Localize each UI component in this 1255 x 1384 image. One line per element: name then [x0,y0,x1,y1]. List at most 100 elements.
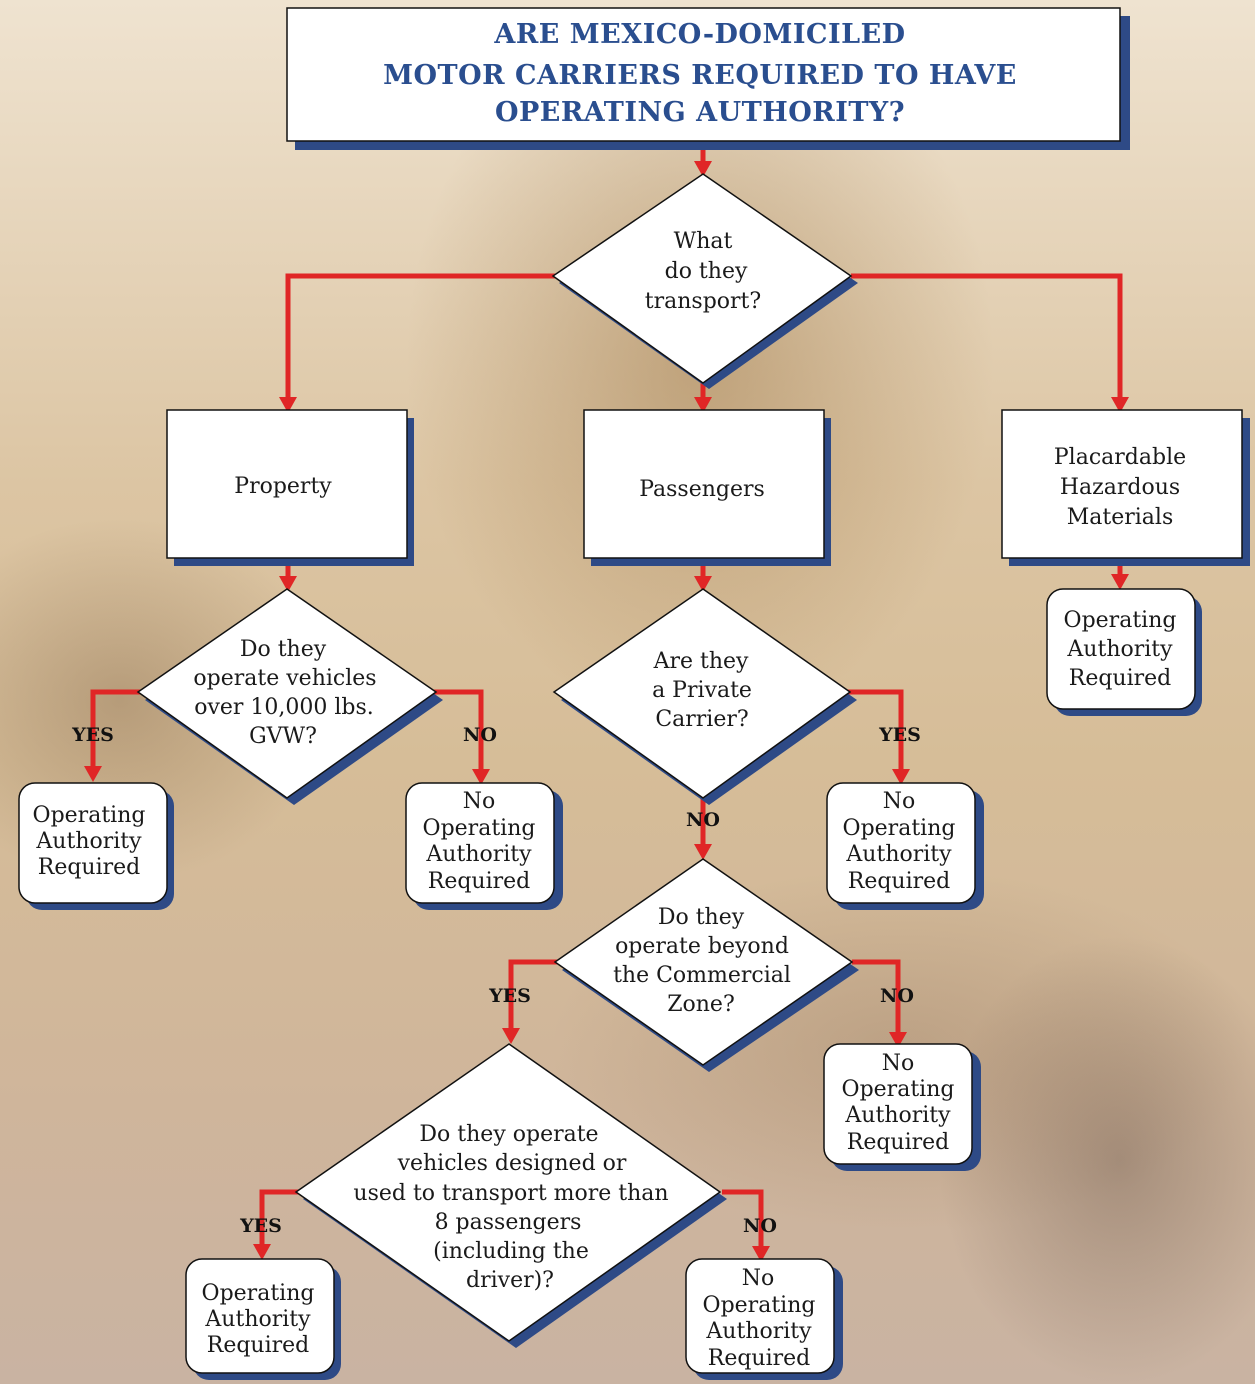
arrowhead-hazmat-result [1111,574,1129,590]
result-zone-no: No Operating Authority Required [823,1043,981,1171]
decision-eight-line-2: vehicles designed or [397,1151,627,1176]
result-eight-no-line-1: No [742,1266,775,1291]
decision-zone-line-3: the Commercial [613,963,791,988]
result-eight-no-line-3: Authority [705,1319,812,1344]
title-line-3: OPERATING AUTHORITY? [495,97,905,128]
result-eight-yes-line-2: Authority [204,1307,311,1332]
result-eight-yes-line-1: Operating [202,1281,315,1306]
arrowhead-eight-no [752,1246,770,1262]
decision-gvw-line-3: over 10,000 lbs. [194,695,374,720]
title-box: ARE MEXICO-DOMICILED MOTOR CARRIERS REQU… [286,7,1130,150]
result-gvw-yes-line-3: Required [38,855,141,880]
title-line-2: MOTOR CARRIERS REQUIRED TO HAVE [383,60,1017,91]
arrowhead-zone-no [889,1032,907,1048]
box-property: Property [166,409,414,566]
arrowhead-property [279,397,297,413]
decision-what-transport-line-2: do they [665,259,748,284]
decision-eight-line-6: driver)? [466,1268,554,1293]
label-gvw-yes: YES [71,724,114,746]
result-eight-no-line-2: Operating [703,1293,816,1318]
result-eight-no: No Operating Authority Required [685,1258,843,1380]
box-passengers: Passengers [583,409,831,566]
box-passengers-label: Passengers [639,477,765,502]
decision-private-carrier: Are they a Private Carrier? [552,588,857,805]
edge-gvw-yes [90,689,140,770]
result-eight-yes-line-3: Required [207,1333,310,1358]
title-line-1: ARE MEXICO-DOMICILED [493,19,905,50]
edge-transport-to-property [285,273,555,401]
arrowhead-gvw [279,576,297,592]
result-hazmat: Operating Authority Required [1046,588,1202,716]
result-gvw-no-line-1: No [463,789,496,814]
result-zone-no-line-3: Authority [844,1103,951,1128]
box-hazmat-line-3: Materials [1067,505,1174,530]
label-eight-yes: YES [239,1215,282,1237]
result-private-yes-line-4: Required [848,869,951,894]
edge-eight-yes [259,1189,300,1248]
label-gvw-no: NO [463,724,497,746]
result-hazmat-line-3: Required [1069,666,1172,691]
decision-commercial-zone: Do they operate beyond the Commercial Zo… [553,858,859,1072]
box-hazmat: Placardable Hazardous Materials [1001,409,1250,566]
arrowhead-private [694,576,712,592]
decision-zone-line-2: operate beyond [615,934,789,959]
decision-gvw-line-4: GVW? [249,724,317,749]
result-gvw-yes-line-2: Authority [35,829,142,854]
result-zone-no-line-4: Required [847,1130,950,1155]
decision-private-line-3: Carrier? [655,707,748,732]
decision-eight-line-1: Do they operate [419,1122,598,1147]
result-gvw-no: No Operating Authority Required [405,782,563,910]
edge-transport-to-hazmat [851,273,1123,401]
result-gvw-no-line-3: Authority [425,842,532,867]
label-private-yes: YES [878,724,921,746]
box-property-label: Property [234,474,332,499]
decision-gvw-line-1: Do they [240,637,327,662]
decision-what-transport-line-3: transport? [645,289,761,314]
result-gvw-no-line-2: Operating [423,816,536,841]
edge-private-yes [848,689,904,773]
label-zone-no: NO [880,985,914,1007]
result-gvw-yes: Operating Authority Required [18,782,174,910]
decision-what-transport: What do they transport? [551,173,858,389]
result-private-yes-line-3: Authority [845,842,952,867]
result-hazmat-line-1: Operating [1064,608,1177,633]
edge-zone-yes [508,959,557,1032]
result-gvw-yes-line-1: Operating [33,803,146,828]
decision-zone-line-4: Zone? [667,992,735,1017]
edge-eight-no [722,1189,764,1250]
result-eight-yes: Operating Authority Required [185,1258,341,1380]
edge-zone-no [852,959,901,1036]
result-zone-no-line-1: No [882,1051,915,1076]
arrowhead-gvw-yes [84,766,102,782]
decision-zone-line-1: Do they [658,905,745,930]
result-eight-no-line-4: Required [708,1346,811,1371]
arrowhead-zone-yes [502,1028,520,1044]
decision-what-transport-line-1: What [674,229,733,254]
decision-eight-line-3: used to transport more than [353,1181,668,1206]
label-eight-no: NO [743,1215,777,1237]
decision-private-line-1: Are they [653,649,749,674]
decision-eight-passengers: Do they operate vehicles designed or use… [294,1043,727,1348]
result-gvw-no-line-4: Required [428,869,531,894]
arrowheads [84,161,1129,1262]
label-zone-yes: YES [488,985,531,1007]
result-private-yes-line-1: No [883,789,916,814]
arrowhead-private-no [694,844,712,860]
box-hazmat-line-2: Hazardous [1060,475,1180,500]
decision-eight-line-5: (including the [433,1239,589,1264]
arrowhead-passengers [694,397,712,413]
box-hazmat-line-1: Placardable [1054,445,1186,470]
arrowhead-private-yes [892,769,910,785]
arrowhead-eight-yes [253,1244,271,1260]
arrowhead-gvw-no [472,769,490,785]
result-private-yes-line-2: Operating [843,816,956,841]
decision-eight-line-4: 8 passengers [435,1210,582,1235]
arrowhead-transport [694,161,712,177]
decision-private-line-2: a Private [652,678,752,703]
edge-gvw-no [434,689,484,773]
label-private-no: NO [686,809,720,831]
result-private-yes: No Operating Authority Required [826,782,984,910]
decision-gvw: Do they operate vehicles over 10,000 lbs… [136,588,443,805]
result-zone-no-line-2: Operating [842,1077,955,1102]
